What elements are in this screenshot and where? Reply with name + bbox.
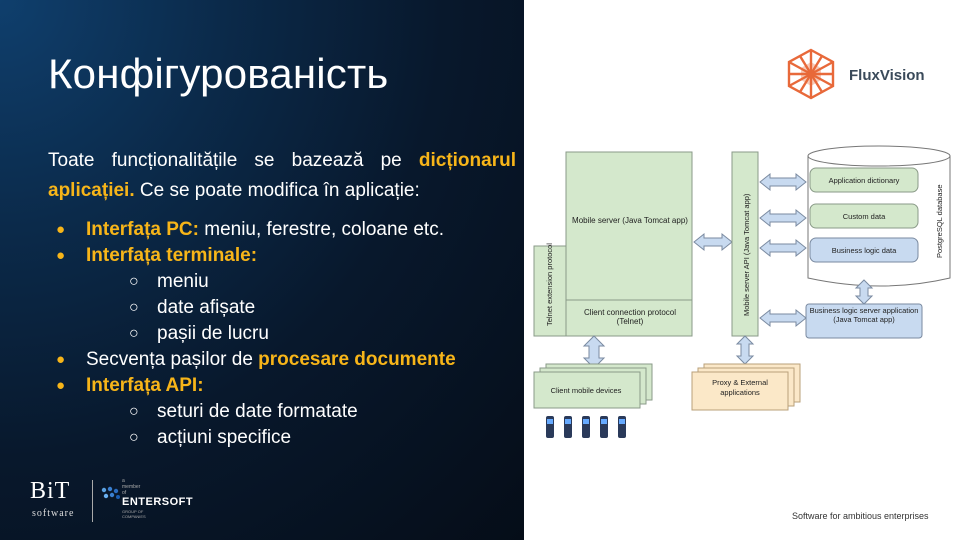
bullet-highlight: Interfața API:: [86, 375, 204, 396]
slide-title: Конфігурованість: [48, 50, 389, 97]
business-logic-data-label: Business logic data: [832, 246, 897, 255]
double-arrow-icon: [582, 335, 606, 369]
bullet-item: ● Interfața PC: meniu, ferestre, coloane…: [48, 217, 518, 243]
bl-server-box: [805, 303, 923, 339]
proxy-label: Proxy & External applications: [712, 378, 768, 397]
mobile-device-icon: [546, 416, 554, 438]
mobile-server-label: Mobile server (Java Tomcat app): [572, 216, 688, 225]
sub-bullet-item: ○ acțiuni specifice: [48, 425, 518, 451]
sub-bullet-text: date afișate: [157, 297, 256, 318]
telnet-protocol-label: Telnet extension protocol: [545, 243, 554, 326]
mobile-device-icon: [600, 416, 608, 438]
mobile-device-icon: [582, 416, 590, 438]
double-arrow-icon: [759, 238, 807, 258]
bullet-dot-icon: ●: [56, 377, 66, 394]
bullet-highlight: Interfața PC:: [86, 219, 199, 240]
left-panel: Конфігурованість Toate funcționalitățile…: [0, 0, 524, 540]
mobile-device-icon: [564, 416, 572, 438]
sub-bullet-text: meniu: [157, 271, 209, 292]
logo-divider: [92, 480, 93, 522]
sub-bullet-text: acțiuni specifice: [157, 427, 292, 448]
double-arrow-icon: [735, 335, 755, 365]
fluxvision-name: FluxVision: [849, 67, 925, 84]
app-dictionary-label: Application dictionary: [829, 176, 900, 185]
api-box: [731, 151, 759, 337]
bullet-dot-icon: ●: [56, 247, 66, 264]
circle-bullet-icon: ○: [129, 403, 139, 420]
sub-bullet-text: pașii de lucru: [157, 323, 269, 344]
entersoft-tagline: a member of: [122, 478, 141, 496]
intro-paragraph: Toate funcționalitățile se bazează pe di…: [48, 146, 516, 206]
bullet-dot-icon: ●: [56, 351, 66, 368]
api-label: Mobile server API (Java Tomcat app): [742, 193, 751, 316]
sub-bullet-item: ○ meniu: [48, 269, 518, 295]
sub-bullet-item: ○ seturi de date formatate: [48, 399, 518, 425]
footer-tagline: Software for ambitious enterprises: [792, 511, 929, 521]
bit-logo: BiT: [30, 478, 71, 504]
intro-highlight: dicționarul aplicației.: [48, 150, 516, 201]
intro-text-after: Ce se poate modifica în aplicație:: [134, 180, 420, 201]
custom-data-label: Custom data: [843, 212, 886, 221]
mobile-device-icon: [618, 416, 626, 438]
double-arrow-icon: [759, 208, 807, 228]
sub-bullet-text: seturi de date formatate: [157, 401, 358, 422]
circle-bullet-icon: ○: [129, 273, 139, 290]
bullet-highlight: Interfața terminale:: [86, 245, 258, 266]
mobile-server-box: [565, 151, 693, 337]
sub-bullet-item: ○ pașii de lucru: [48, 321, 518, 347]
double-arrow-icon: [759, 172, 807, 192]
bullet-text: Secvența pașilor de: [86, 349, 259, 370]
fluxvision-logo-icon: [787, 48, 835, 100]
bullet-list: ● Interfața PC: meniu, ferestre, coloane…: [48, 217, 518, 451]
bullet-item: ● Interfața API:: [48, 373, 518, 399]
entersoft-logo-icon: [101, 486, 120, 499]
bullet-dot-icon: ●: [56, 221, 66, 238]
postgres-label: PostgreSQL database: [935, 184, 944, 258]
bullet-highlight: procesare documente: [258, 349, 456, 370]
double-arrow-icon: [759, 308, 807, 328]
client-devices-box: [533, 371, 641, 409]
bl-server-label: Business logic server application (Java …: [809, 306, 919, 324]
bullet-text: meniu, ferestre, coloane etc.: [198, 219, 444, 240]
bullet-item: ● Secvența pașilor de procesare document…: [48, 347, 518, 373]
circle-bullet-icon: ○: [129, 325, 139, 342]
architecture-diagram: Telnet extension protocol Mobile server …: [533, 145, 951, 438]
entersoft-logo: ENTERSOFT: [122, 496, 194, 508]
intro-text-before: Toate funcționalitățile se bazează pe: [48, 150, 419, 171]
telnet-protocol-box: [533, 245, 567, 337]
bit-logo-subtitle: software: [32, 508, 75, 519]
client-devices-label: Client mobile devices: [551, 386, 622, 395]
bullet-item: ● Interfața terminale:: [48, 243, 518, 269]
fluxvision-brand: FluxVision: [785, 48, 945, 100]
client-protocol-label: Client connection protocol (Telnet): [583, 308, 677, 326]
circle-bullet-icon: ○: [129, 429, 139, 446]
circle-bullet-icon: ○: [129, 299, 139, 316]
double-arrow-icon: [693, 232, 733, 252]
proxy-box: [691, 371, 789, 411]
entersoft-subtitle: GROUP OF COMPANIES: [122, 509, 146, 519]
sub-bullet-item: ○ date afișate: [48, 295, 518, 321]
